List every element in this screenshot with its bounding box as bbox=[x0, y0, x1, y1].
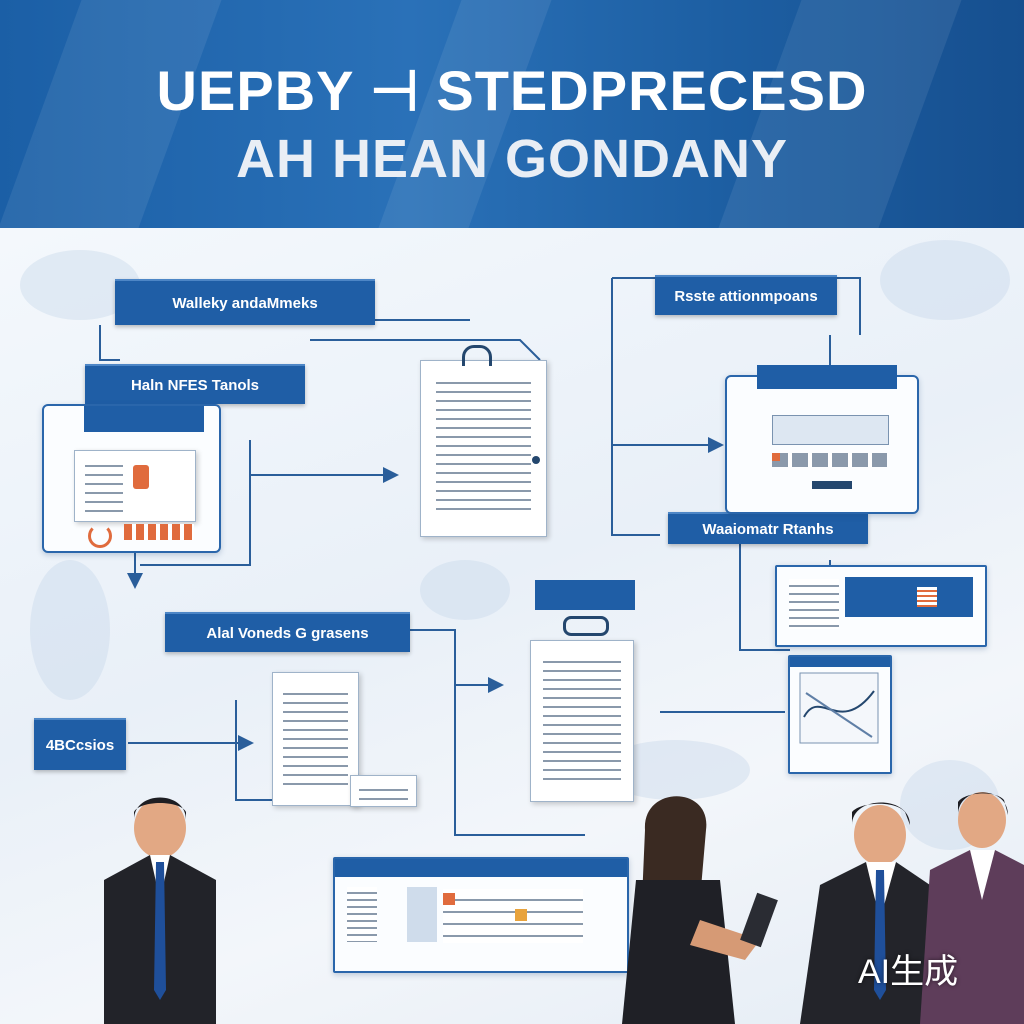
background-splash bbox=[30, 560, 110, 700]
clipboard-icon bbox=[420, 360, 547, 537]
background-splash bbox=[880, 240, 1010, 320]
dashboard-icon bbox=[74, 450, 196, 522]
label-left-mid: Haln NFES Tanols bbox=[85, 364, 305, 404]
dashboard-card-left bbox=[42, 404, 221, 553]
monitor-card-top-right bbox=[725, 365, 919, 514]
label-top-right: Rsste attionmpoans bbox=[655, 275, 837, 315]
report-clip-icon bbox=[563, 616, 609, 636]
chart-sketch-icon bbox=[799, 672, 879, 744]
label-top-left: Walleky andaMmeks bbox=[115, 279, 375, 325]
businesswoman bbox=[622, 796, 778, 1024]
businessman-right bbox=[920, 792, 1024, 1024]
report-header-bar bbox=[535, 580, 635, 610]
header-banner: UEPBY ⊣ STEDPRECESD AH HEAN GONDANY bbox=[0, 0, 1024, 228]
ai-generated-badge: AI生成 bbox=[858, 953, 959, 991]
data-panel-right bbox=[775, 565, 987, 647]
title-line-1: UEPBY ⊣ STEDPRECESD bbox=[156, 59, 868, 122]
label-center-left: Alal Voneds G grasens bbox=[165, 612, 410, 652]
chart-monitor-right bbox=[788, 655, 892, 774]
report-document-icon bbox=[530, 640, 634, 802]
label-bottom-left: 4BCcsios bbox=[34, 718, 126, 770]
document-icon bbox=[272, 672, 359, 806]
background-splash bbox=[420, 560, 510, 620]
dashboard-bottom bbox=[333, 857, 629, 973]
businessman-left bbox=[104, 797, 216, 1024]
label-right-mid: Waaiomatr Rtanhs bbox=[668, 512, 868, 544]
businessman-center-right bbox=[800, 802, 940, 1024]
document-footer-icon bbox=[350, 775, 417, 807]
clipboard-clip-icon bbox=[462, 345, 492, 366]
title-line-2: AH HEAN GONDANY bbox=[235, 129, 789, 189]
